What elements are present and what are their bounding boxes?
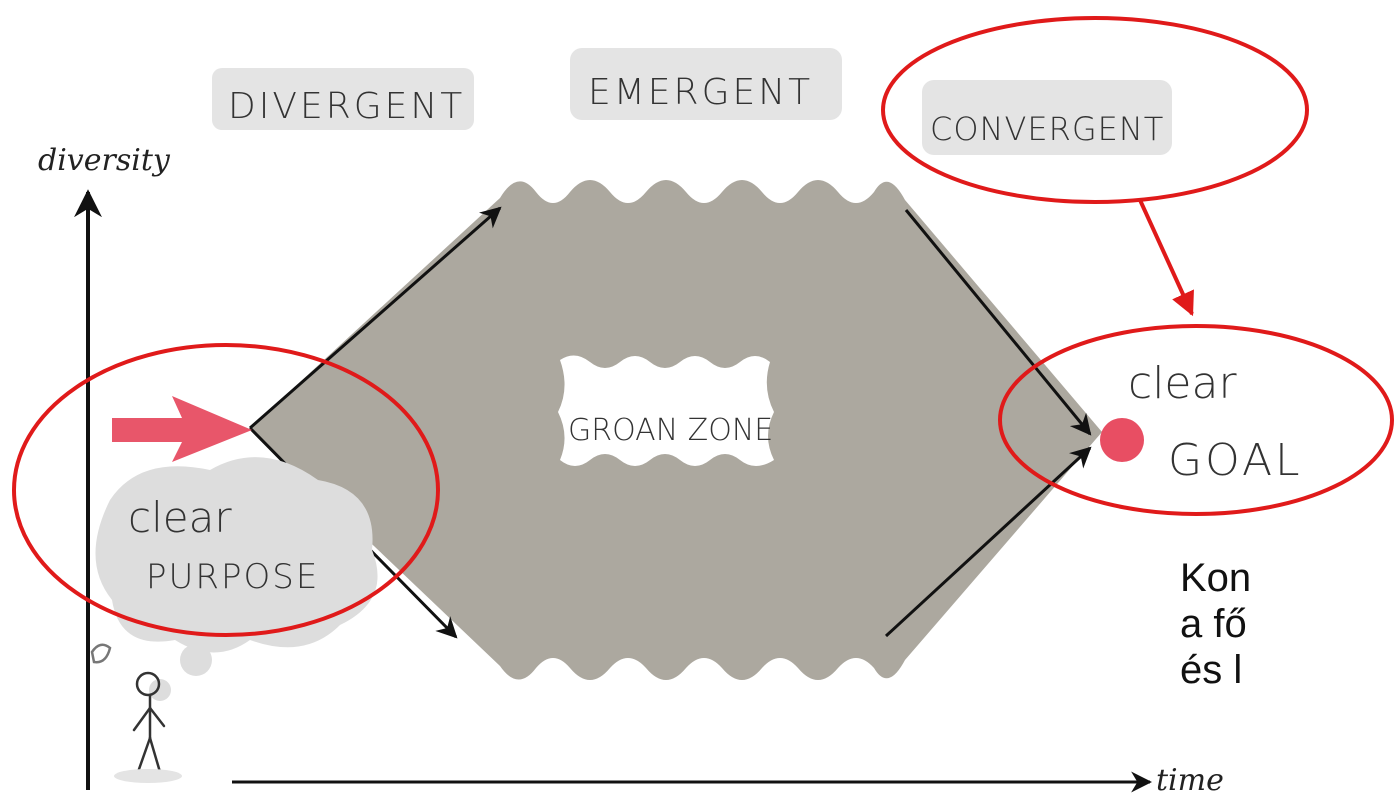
arrow-converge-down: [904, 209, 1092, 436]
thought-bubble-large: [180, 644, 212, 676]
goal-dot: [1100, 418, 1144, 462]
convergent-highlight-ellipse: [881, 16, 1309, 204]
divergent-label-box: [212, 68, 474, 130]
groan-zone-cloud: [558, 355, 774, 466]
highlight-connector-arrow: [1138, 199, 1194, 317]
side-note-line3: és l: [1180, 648, 1243, 692]
groan-zone-label: GROAN ZONE: [568, 413, 773, 448]
phase-divergent: DIVERGENT: [228, 86, 465, 127]
phase-convergent: CONVERGENT: [930, 110, 1164, 148]
purpose-arrow: [112, 396, 252, 462]
side-note-line2: a fő: [1180, 602, 1247, 646]
stick-figure: [90, 643, 182, 783]
purpose-cloud: [95, 457, 378, 653]
clear-purpose-line2: PURPOSE: [146, 557, 319, 597]
purpose-highlight-ellipse: [12, 343, 440, 637]
arrow-diverge-up: [249, 206, 502, 430]
clear-goal-line2: GOAL: [1168, 435, 1303, 486]
clear-goal-line1: clear: [1128, 358, 1237, 409]
side-note-text: Kon a fő és l: [1180, 555, 1397, 693]
thought-bubble-small: [149, 679, 171, 701]
y-axis-label: diversity: [38, 143, 171, 178]
convergent-label-box: [922, 80, 1172, 155]
arrow-converge-up: [884, 446, 1092, 638]
emergent-label-box: [570, 48, 842, 120]
side-note-line1: Kon: [1180, 556, 1252, 600]
clear-purpose-line1: clear: [128, 493, 232, 542]
goal-highlight-ellipse: [998, 324, 1394, 516]
phase-emergent: EMERGENT: [588, 72, 813, 113]
x-axis-label: time: [1156, 763, 1224, 798]
